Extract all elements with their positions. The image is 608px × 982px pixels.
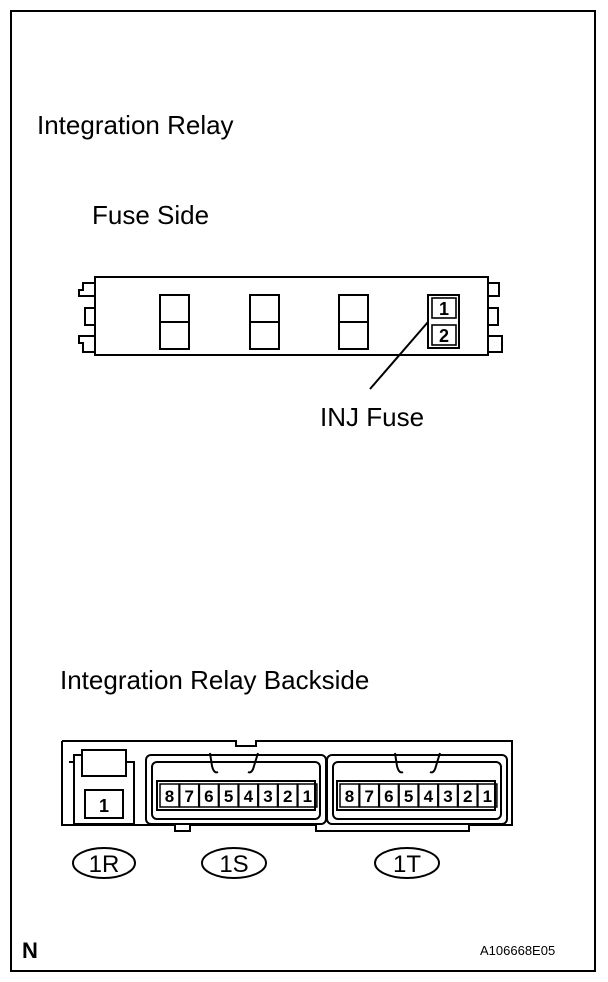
- fuse-side-label: Fuse Side: [92, 200, 210, 230]
- fuse-slot: [159, 294, 190, 350]
- connector-1t-id: 1T: [393, 851, 421, 878]
- inj-pin-2-box: [431, 324, 457, 346]
- connector-1s: [145, 752, 327, 825]
- connector-1t-pin-cell: [477, 783, 498, 808]
- inj-fuse-callout: INJ Fuse: [320, 402, 425, 432]
- connector-1s-pin-label: 4: [244, 787, 254, 806]
- connector-1s-id: 1S: [219, 851, 248, 878]
- connector-1s-pin-label: 3: [263, 787, 272, 806]
- connector-1s-tag: 1S: [201, 847, 267, 879]
- connector-1t-pin-label: 7: [364, 787, 373, 806]
- inj-fuse-slot: 1 2: [427, 294, 460, 349]
- connector-1r-pin: 1: [99, 796, 109, 816]
- connector-1t-tag: 1T: [374, 847, 440, 879]
- connector-1t-pin-label: 2: [463, 787, 472, 806]
- connector-1r-tag: 1R: [72, 847, 136, 879]
- inj-pin-top: 1: [439, 299, 449, 319]
- connector-1t-pin-label: 4: [424, 787, 434, 806]
- connector-1t-pin-label: 8: [345, 787, 354, 806]
- connector-1s-pin-cell: [297, 783, 318, 808]
- connector-1r-id: 1R: [89, 851, 120, 878]
- connector-1t-pin-label: 3: [443, 787, 452, 806]
- connector-1r: [69, 749, 135, 825]
- connector-1t-pin-label: 6: [384, 787, 393, 806]
- connector-1s-pin-label: 6: [204, 787, 213, 806]
- corner-mark: N: [22, 938, 38, 963]
- backside-label: Integration Relay Backside: [60, 665, 370, 695]
- inj-pin-bottom: 2: [439, 326, 449, 346]
- connector-1t-pin-label: 5: [404, 787, 413, 806]
- inj-pin-1-box: [431, 297, 457, 319]
- figure-code: A106668E05: [480, 943, 556, 958]
- connector-1s-pin-label: 7: [184, 787, 193, 806]
- fuse-side-body: [78, 276, 503, 356]
- connector-1t-pin-label: 1: [483, 787, 492, 806]
- diagram-frame: [10, 10, 596, 972]
- connector-1s-pin-label: 8: [165, 787, 174, 806]
- diagram-title: Integration Relay: [37, 110, 234, 140]
- fuse-slot: [249, 294, 280, 350]
- connector-1s-pin-label: 2: [283, 787, 292, 806]
- connector-1s-pin-label: 1: [303, 787, 312, 806]
- callout-leader-line: [369, 321, 429, 390]
- connector-1s-pin-label: 5: [224, 787, 233, 806]
- fuse-slot: [338, 294, 369, 350]
- backside-housing: [61, 740, 513, 832]
- connector-1t: [326, 752, 508, 825]
